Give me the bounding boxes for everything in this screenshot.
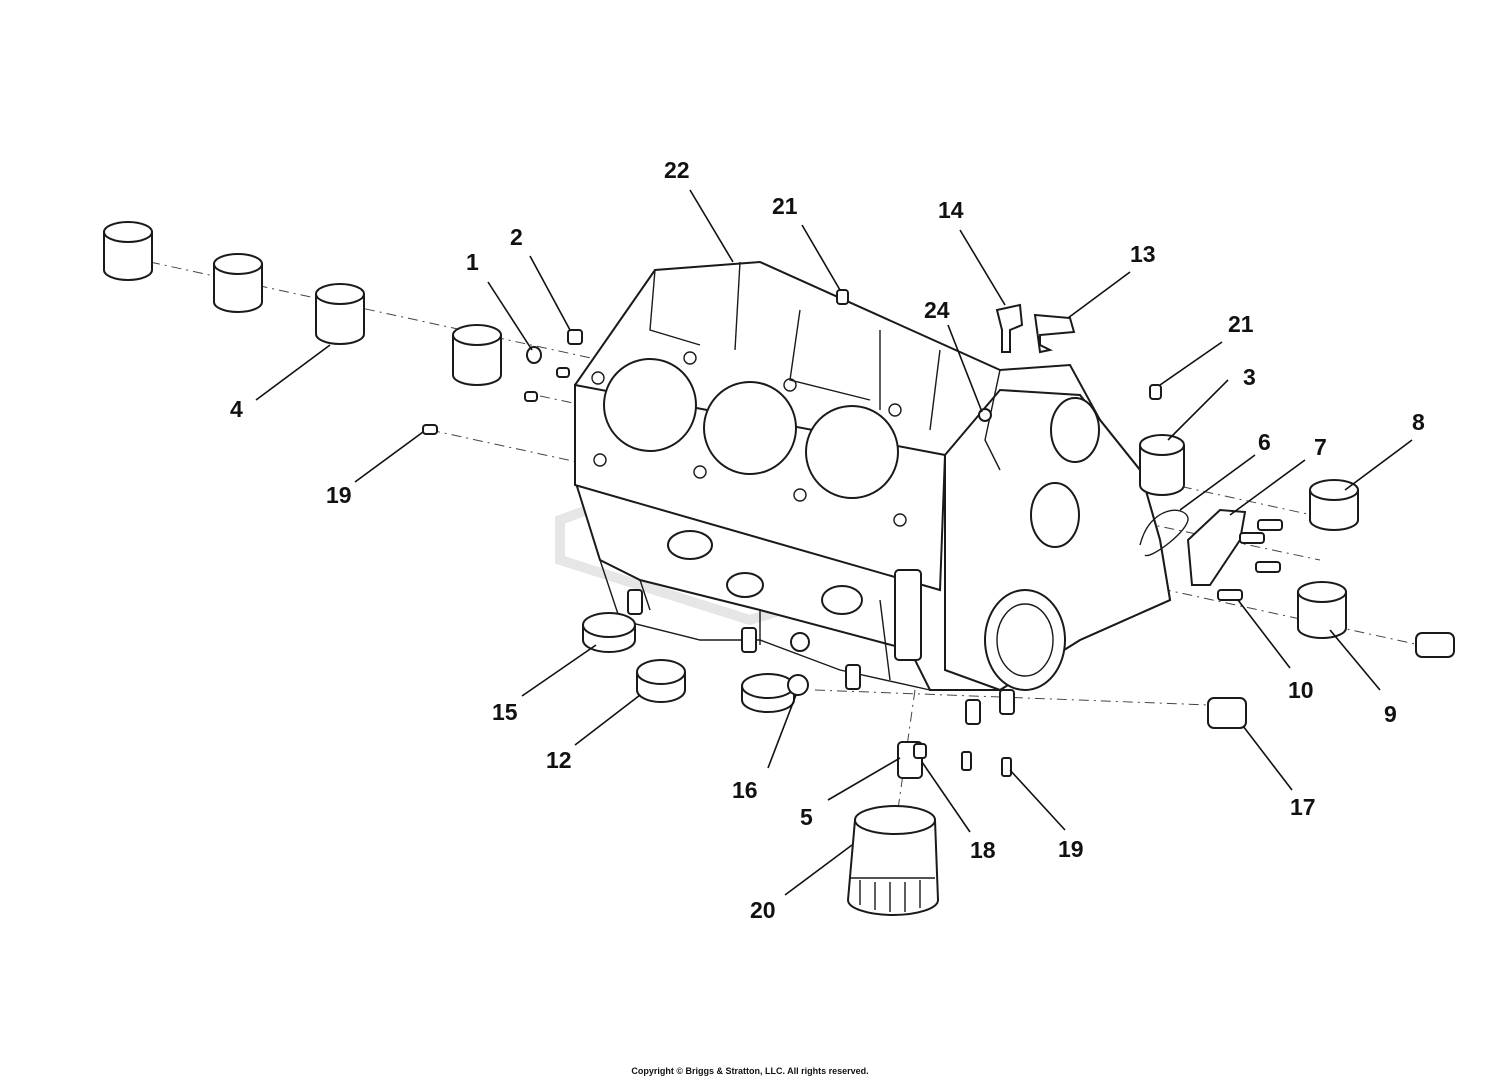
dowel-pins-left [422, 329, 583, 435]
callout-1: 1 [466, 249, 479, 275]
callout-19-bottom: 19 [1058, 836, 1084, 862]
callout-17: 17 [1290, 794, 1316, 820]
callout-6: 6 [1258, 429, 1271, 455]
callout-7: 7 [1314, 434, 1327, 460]
callout-2: 2 [510, 224, 523, 250]
callout-21-right: 21 [1228, 311, 1254, 337]
leader-lines [255, 189, 1413, 896]
callout-24: 24 [924, 297, 950, 323]
callout-13: 13 [1130, 241, 1156, 267]
cam-bearing [213, 253, 263, 313]
callout-10: 10 [1288, 677, 1314, 703]
lower-parts [582, 612, 1012, 916]
callout-18: 18 [970, 837, 996, 863]
cam-bearing [315, 283, 365, 345]
copyright-notice: Copyright © Briggs & Stratton, LLC. All … [631, 1066, 869, 1076]
front-parts [1139, 434, 1455, 729]
callout-15: 15 [492, 699, 518, 725]
top-fittings [836, 289, 1162, 422]
callout-21-top: 21 [772, 193, 798, 219]
callout-16: 16 [732, 777, 758, 803]
cam-bearing [452, 324, 502, 386]
callout-labels: 1 2 3 4 5 6 7 8 9 10 12 13 14 15 16 17 1… [230, 157, 1425, 923]
callout-22: 22 [664, 157, 690, 183]
callout-5: 5 [800, 804, 813, 830]
callout-19-left: 19 [326, 482, 352, 508]
cam-bearings [103, 221, 502, 386]
callout-8: 8 [1412, 409, 1425, 435]
callout-14: 14 [938, 197, 964, 223]
callout-4: 4 [230, 396, 243, 422]
callout-20: 20 [750, 897, 776, 923]
callout-9: 9 [1384, 701, 1397, 727]
callout-12: 12 [546, 747, 572, 773]
cam-bearing [103, 221, 153, 281]
engine-block [574, 260, 1172, 725]
callout-3: 3 [1243, 364, 1256, 390]
